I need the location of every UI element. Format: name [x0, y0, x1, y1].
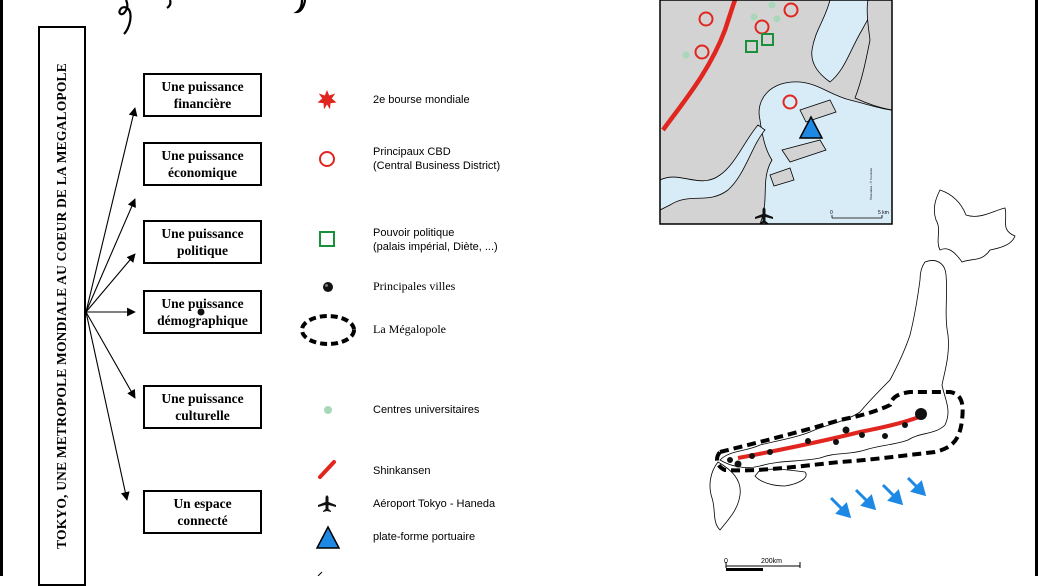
box-line1: Une puissance [161, 79, 244, 94]
cbd-circle-icon [698, 11, 714, 27]
island [769, 167, 795, 187]
legend-bourse: 2e bourse mondiale [373, 94, 470, 106]
airport-plane-icon [755, 207, 773, 224]
kyushu [709, 461, 741, 531]
legend-shinkansen: Shinkansen [373, 465, 431, 477]
city-dot-icon [842, 426, 850, 434]
box-line2: politique [176, 243, 228, 258]
triangle-icon [315, 525, 341, 549]
city-dot-icon [859, 432, 865, 438]
city-dot-icon [727, 457, 733, 463]
tokyo-credit: ©Géoatlas - © Tourisme [869, 168, 873, 200]
arrow-culturelle [85, 311, 136, 399]
shikoku [754, 468, 807, 487]
right-border [1035, 0, 1038, 576]
city-dot-icon [915, 408, 927, 420]
box-line2: culturelle [175, 408, 230, 423]
legend-cbd-1: Principaux CBD [373, 146, 451, 158]
legend-pouvoir-2: (palais impérial, Diète, ...) [373, 241, 498, 253]
japan-scale-end: 200km [761, 558, 782, 565]
arrow-politique [85, 253, 136, 313]
box-connecte: Un espace connecté [143, 490, 262, 534]
university-dot-icon [768, 1, 776, 9]
box-economique: Une puissance économique [143, 142, 262, 186]
legend-port: plate-forme portuaire [373, 531, 476, 543]
circle-icon [319, 151, 335, 167]
box-line1: Une puissance [161, 148, 244, 163]
cbd-circle-icon [694, 44, 710, 60]
city-dot-icon [749, 453, 755, 459]
megalopole-outline [715, 390, 965, 473]
box-demographique: Une puissance démographique [143, 290, 262, 334]
arrow-connecte [85, 311, 130, 501]
pouvoir-square-icon [745, 40, 758, 53]
legend-cbd-2: (Central Business District) [373, 160, 501, 172]
box-line2: financière [173, 96, 232, 111]
box-line1: Une puissance [161, 391, 244, 406]
cbd-circle-icon [782, 94, 798, 110]
square-icon [319, 231, 335, 247]
arrow-economique [85, 198, 136, 313]
city-dot-icon [882, 433, 888, 439]
japan-scale-start: 0 [724, 558, 728, 565]
vertical-title-box: TOKYO, UNE METROPOLE MONDIALE AU COEUR D… [38, 26, 86, 586]
city-dot-icon [805, 438, 811, 444]
university-dot-icon [773, 15, 781, 23]
island [781, 139, 827, 163]
tokyo-map-frame [659, 0, 893, 225]
bay-water [758, 81, 892, 224]
red-line-icon [318, 460, 336, 479]
legend-villes: Principales villes [373, 279, 456, 293]
box-line2: économique [168, 165, 237, 180]
star-icon [317, 90, 337, 110]
arrow-financiere [85, 107, 138, 313]
box-line1: Une puissance [161, 226, 244, 241]
dashed-ellipse-icon [300, 314, 356, 346]
city-dot-icon [734, 460, 742, 468]
box-financiere: Une puissance financière [143, 73, 262, 117]
university-dot-icon [750, 13, 758, 21]
city-dot-icon [767, 449, 773, 455]
tokyo-scale-start: 0 [830, 210, 833, 216]
box-culturelle: Une puissance culturelle [143, 385, 262, 429]
river [660, 124, 766, 211]
legend-universites: Centres universitaires [373, 404, 480, 416]
city-dot-icon [902, 422, 908, 428]
legend-pouvoir-1: Pouvoir politique [373, 227, 455, 239]
legend-aeroport: Aéroport Tokyo - Haneda [373, 498, 496, 510]
green-dot-icon [324, 406, 332, 414]
box-line2: démographique [157, 313, 248, 328]
box-politique: Une puissance politique [143, 220, 262, 264]
arrow-icon [317, 571, 323, 576]
honshu [719, 260, 949, 468]
port-triangle-icon [798, 115, 824, 139]
land-east [854, 0, 892, 111]
box-line2: connecté [177, 513, 228, 528]
pouvoir-square-icon [761, 33, 774, 46]
university-dot-icon [682, 51, 690, 59]
box-line1: Un espace [173, 496, 232, 511]
left-border [0, 0, 3, 576]
island [799, 99, 837, 123]
box-line1: Une puissance [161, 296, 244, 311]
shinkansen-line [661, 0, 738, 132]
legend-megalopole: La Mégalopole [373, 322, 446, 336]
hokkaido [933, 189, 1016, 263]
plane-icon [318, 495, 336, 512]
tokyo-scale-end: 5 km [878, 210, 889, 216]
cbd-circle-icon [783, 2, 799, 18]
city-dot-icon [833, 439, 839, 445]
